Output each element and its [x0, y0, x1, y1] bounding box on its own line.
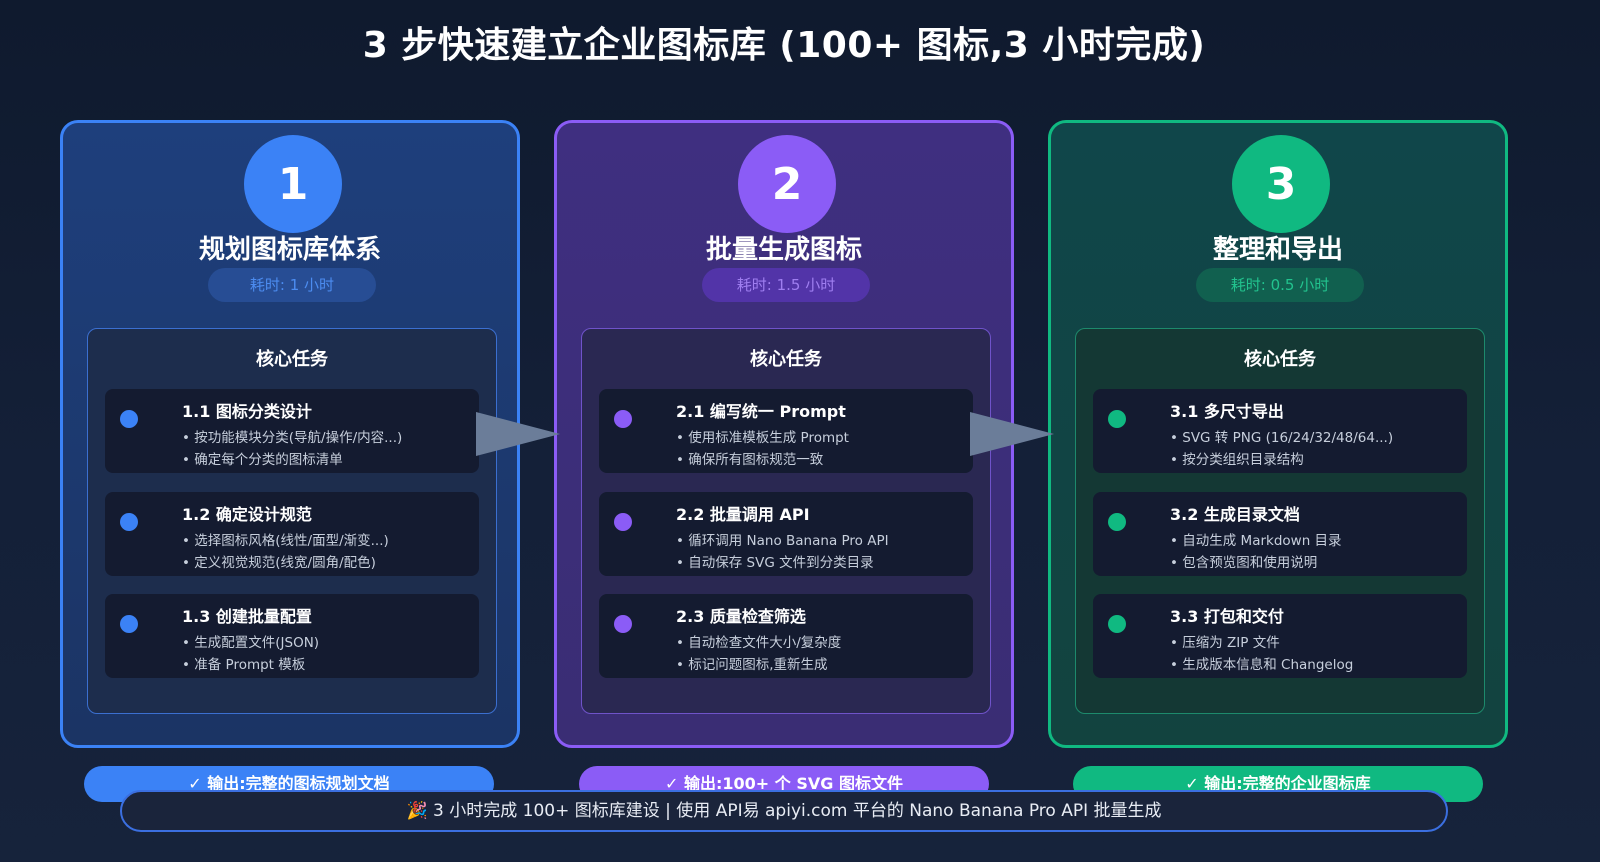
step-title: 批量生成图标: [705, 235, 862, 265]
page-title: 3 步快速建立企业图标库 (100+ 图标,3 小时完成): [362, 25, 1206, 66]
step-number-badge: 1: [244, 135, 342, 233]
task-detail: • 定义视觉规范(线宽/圆角/配色): [182, 555, 376, 571]
task-item: 3.2 生成目录文档 • 自动生成 Markdown 目录 • 包含预览图和使用…: [1093, 492, 1467, 576]
bullet-dot-icon: [614, 513, 632, 531]
step-number-badge: 2: [738, 135, 836, 233]
task-item: 3.1 多尺寸导出 • SVG 转 PNG (16/24/32/48/64...…: [1093, 389, 1467, 473]
task-detail: • 准备 Prompt 模板: [182, 657, 306, 673]
task-detail: • SVG 转 PNG (16/24/32/48/64...): [1170, 430, 1394, 446]
task-name: 1.3 创建批量配置: [182, 607, 312, 626]
task-detail: • 选择图标风格(线性/面型/渐变...): [182, 533, 389, 549]
task-detail: • 自动检查文件大小/复杂度: [676, 635, 842, 651]
task-item: 1.3 创建批量配置 • 生成配置文件(JSON) • 准备 Prompt 模板: [105, 594, 479, 678]
bullet-dot-icon: [120, 410, 138, 428]
arrow-right-icon: [970, 412, 1054, 456]
task-detail: • 标记问题图标,重新生成: [676, 657, 828, 673]
task-item: 1.1 图标分类设计 • 按功能模块分类(导航/操作/内容...) • 确定每个…: [105, 389, 479, 473]
step-number-badge: 3: [1232, 135, 1330, 233]
task-detail: • 使用标准模板生成 Prompt: [676, 430, 849, 446]
task-name: 2.3 质量检查筛选: [676, 607, 806, 626]
bullet-dot-icon: [614, 410, 632, 428]
panel-title: 核心任务: [750, 349, 822, 370]
duration-badge: 耗时: 0.5 小时: [1196, 268, 1364, 302]
arrow-right-icon: [476, 412, 560, 456]
core-tasks-panel: 核心任务 3.1 多尺寸导出 • SVG 转 PNG (16/24/32/48/…: [1075, 328, 1485, 714]
task-detail: • 自动保存 SVG 文件到分类目录: [676, 555, 874, 571]
footer-banner: 🎉 3 小时完成 100+ 图标库建设 | 使用 API易 apiyi.com …: [120, 790, 1448, 832]
step-title: 整理和导出: [1212, 235, 1343, 265]
duration-badge: 耗时: 1 小时: [208, 268, 376, 302]
core-tasks-panel: 核心任务 2.1 编写统一 Prompt • 使用标准模板生成 Prompt •…: [581, 328, 991, 714]
bullet-dot-icon: [1108, 615, 1126, 633]
step-card-2: 2 批量生成图标 耗时: 1.5 小时 核心任务 2.1 编写统一 Prompt…: [554, 120, 1014, 748]
task-name: 3.1 多尺寸导出: [1170, 402, 1284, 421]
task-name: 3.2 生成目录文档: [1170, 505, 1300, 524]
bullet-dot-icon: [614, 615, 632, 633]
task-detail: • 确定每个分类的图标清单: [182, 452, 343, 468]
core-tasks-panel: 核心任务 1.1 图标分类设计 • 按功能模块分类(导航/操作/内容...) •…: [87, 328, 497, 714]
task-detail: • 按分类组织目录结构: [1170, 452, 1304, 468]
task-detail: • 压缩为 ZIP 文件: [1170, 635, 1280, 651]
bullet-dot-icon: [120, 615, 138, 633]
task-name: 2.2 批量调用 API: [676, 505, 810, 524]
task-item: 2.1 编写统一 Prompt • 使用标准模板生成 Prompt • 确保所有…: [599, 389, 973, 473]
bullet-dot-icon: [1108, 410, 1126, 428]
bullet-dot-icon: [1108, 513, 1126, 531]
task-detail: • 确保所有图标规范一致: [676, 452, 824, 468]
panel-title: 核心任务: [256, 349, 328, 370]
task-detail: • 生成版本信息和 Changelog: [1170, 657, 1354, 673]
task-name: 1.1 图标分类设计: [182, 402, 312, 421]
task-name: 2.1 编写统一 Prompt: [676, 402, 846, 421]
task-detail: • 循环调用 Nano Banana Pro API: [676, 533, 889, 549]
task-detail: • 生成配置文件(JSON): [182, 635, 320, 651]
duration-badge: 耗时: 1.5 小时: [702, 268, 870, 302]
task-detail: • 自动生成 Markdown 目录: [1170, 533, 1342, 549]
step-card-1: 1 规划图标库体系 耗时: 1 小时 核心任务 1.1 图标分类设计 • 按功能…: [60, 120, 520, 748]
task-item: 2.3 质量检查筛选 • 自动检查文件大小/复杂度 • 标记问题图标,重新生成: [599, 594, 973, 678]
step-card-3: 3 整理和导出 耗时: 0.5 小时 核心任务 3.1 多尺寸导出 • SVG …: [1048, 120, 1508, 748]
task-item: 2.2 批量调用 API • 循环调用 Nano Banana Pro API …: [599, 492, 973, 576]
bullet-dot-icon: [120, 513, 138, 531]
task-item: 3.3 打包和交付 • 压缩为 ZIP 文件 • 生成版本信息和 Changel…: [1093, 594, 1467, 678]
task-detail: • 按功能模块分类(导航/操作/内容...): [182, 430, 403, 446]
task-detail: • 包含预览图和使用说明: [1170, 555, 1318, 571]
step-title: 规划图标库体系: [198, 235, 381, 265]
task-name: 3.3 打包和交付: [1170, 607, 1284, 626]
task-name: 1.2 确定设计规范: [182, 505, 312, 524]
task-item: 1.2 确定设计规范 • 选择图标风格(线性/面型/渐变...) • 定义视觉规…: [105, 492, 479, 576]
panel-title: 核心任务: [1244, 349, 1316, 370]
